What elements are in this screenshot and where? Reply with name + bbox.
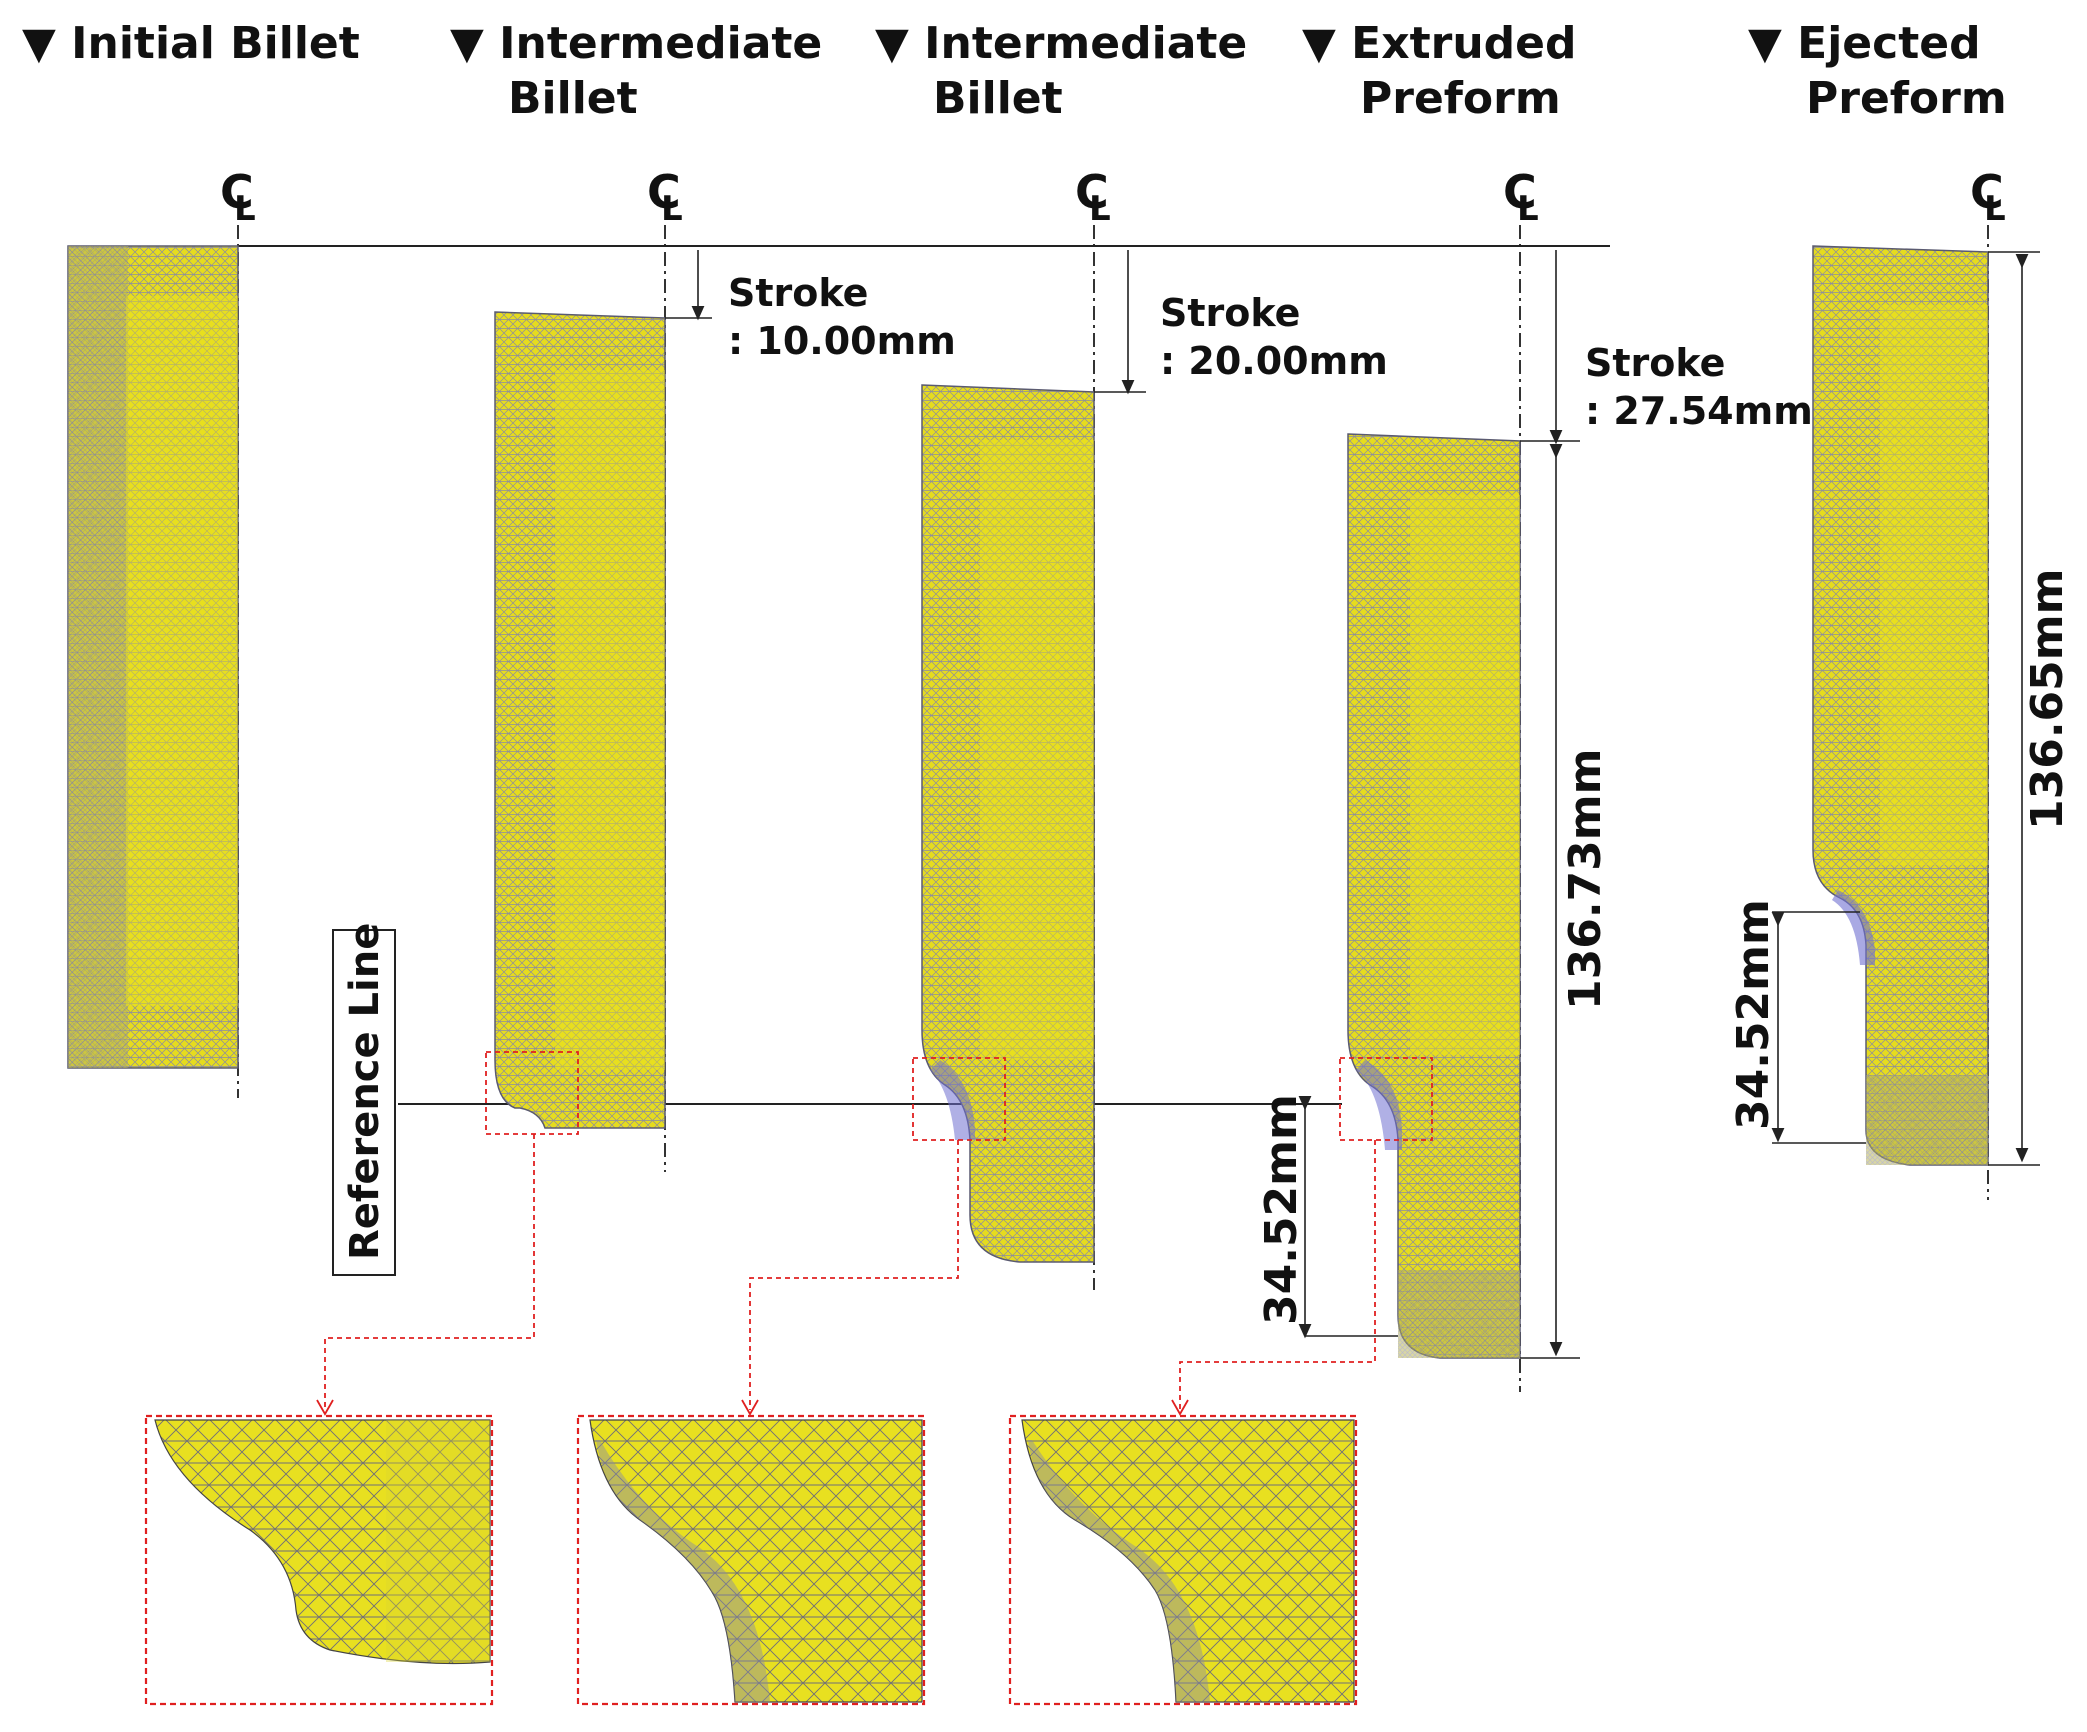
callout-box-3 [1339, 1057, 1433, 1141]
callout-arrow-1 [316, 1399, 334, 1416]
callouts [324, 1051, 1433, 1410]
centerline-l: L [661, 189, 683, 229]
stage-title-intermediate-1-line2: Billet [508, 73, 638, 124]
callout-leader-1 [324, 1134, 535, 1410]
centerline-symbol-4: C L [1503, 165, 1539, 229]
dimension-extruded-neck-label: 34.52mm [1256, 1094, 1307, 1325]
callout-arrowheads [316, 1399, 1189, 1416]
billet-initial [67, 245, 239, 1069]
dimension-extruded-total: 136.73mm [1520, 440, 1611, 1359]
stroke-value-3: : 27.54mm [1585, 389, 1813, 433]
stage-title-intermediate-1: ▼ Intermediate [450, 18, 822, 69]
reference-line-label: Reference Line [342, 923, 388, 1260]
stage-title-ejected-preform: ▼ Ejected [1748, 18, 1981, 69]
stage-title-extruded-preform: ▼ Extruded [1302, 18, 1576, 69]
callout-arrow-3 [1171, 1399, 1189, 1416]
zoom-panel-3 [1008, 1414, 1358, 1706]
centerline-symbol-1: C L [220, 165, 256, 229]
centerline-symbol-2: C L [647, 165, 683, 229]
stage-title-intermediate-2: ▼ Intermediate [875, 18, 1247, 69]
stroke-label-3: Stroke [1585, 341, 1725, 385]
stroke-label-1: Stroke [728, 271, 868, 315]
centerline-symbol-3: C L [1075, 165, 1111, 229]
zoom-panel-1 [144, 1414, 494, 1706]
centerline-c: C [1970, 165, 2004, 219]
stroke-annotation-2: Stroke : 20.00mm [1094, 250, 1388, 395]
centerline-c: C [1503, 165, 1537, 219]
stage-title-ejected-preform-line2: Preform [1806, 73, 2007, 124]
callout-box-2 [912, 1057, 1006, 1141]
callout-leader-2 [749, 1140, 959, 1410]
billet-extruded-preform [1347, 433, 1521, 1359]
dimension-ejected-neck-label: 34.52mm [1728, 899, 1779, 1130]
dimension-ejected-total-label: 136.65mm [2022, 569, 2073, 831]
stroke-annotation-3: Stroke : 27.54mm [1549, 250, 1813, 445]
callout-arrow-2 [741, 1399, 759, 1416]
centerline-c: C [220, 165, 254, 219]
centerline-symbols: C L C L C L C L C L [220, 165, 2006, 229]
centerline-c: C [647, 165, 681, 219]
centerline-l: L [234, 189, 256, 229]
centerline-l: L [1089, 189, 1111, 229]
stroke-value-2: : 20.00mm [1160, 339, 1388, 383]
dimension-extruded-neck: 34.52mm [1256, 1094, 1398, 1339]
callout-box-1 [485, 1051, 579, 1135]
centerline-l: L [1517, 189, 1539, 229]
stage-titles: ▼ Initial Billet ▼ Intermediate Billet ▼… [22, 18, 2007, 124]
stroke-value-1: : 10.00mm [728, 319, 956, 363]
dimension-ejected-neck: 34.52mm [1728, 899, 1866, 1144]
centerline-symbol-5: C L [1970, 165, 2006, 229]
stage-title-extruded-preform-line2: Preform [1360, 73, 1561, 124]
stroke-label-2: Stroke [1160, 291, 1300, 335]
billet-intermediate-2 [921, 384, 1095, 1263]
stage-title-intermediate-2-line2: Billet [933, 73, 1063, 124]
reference-line-label-box: Reference Line [332, 923, 396, 1276]
zoom-panel-2 [576, 1414, 926, 1706]
billet-ejected-preform [1812, 245, 1989, 1166]
dimension-extruded-total-label: 136.73mm [1560, 749, 1611, 1011]
stage-title-initial-billet: ▼ Initial Billet [22, 18, 360, 69]
stroke-annotation-1: Stroke : 10.00mm [665, 250, 956, 363]
dimension-ejected-total: 136.65mm [1988, 251, 2073, 1166]
centerline-l: L [1984, 189, 2006, 229]
callout-leader-3 [1179, 1140, 1376, 1410]
centerline-c: C [1075, 165, 1109, 219]
billet-intermediate-1 [494, 311, 666, 1129]
